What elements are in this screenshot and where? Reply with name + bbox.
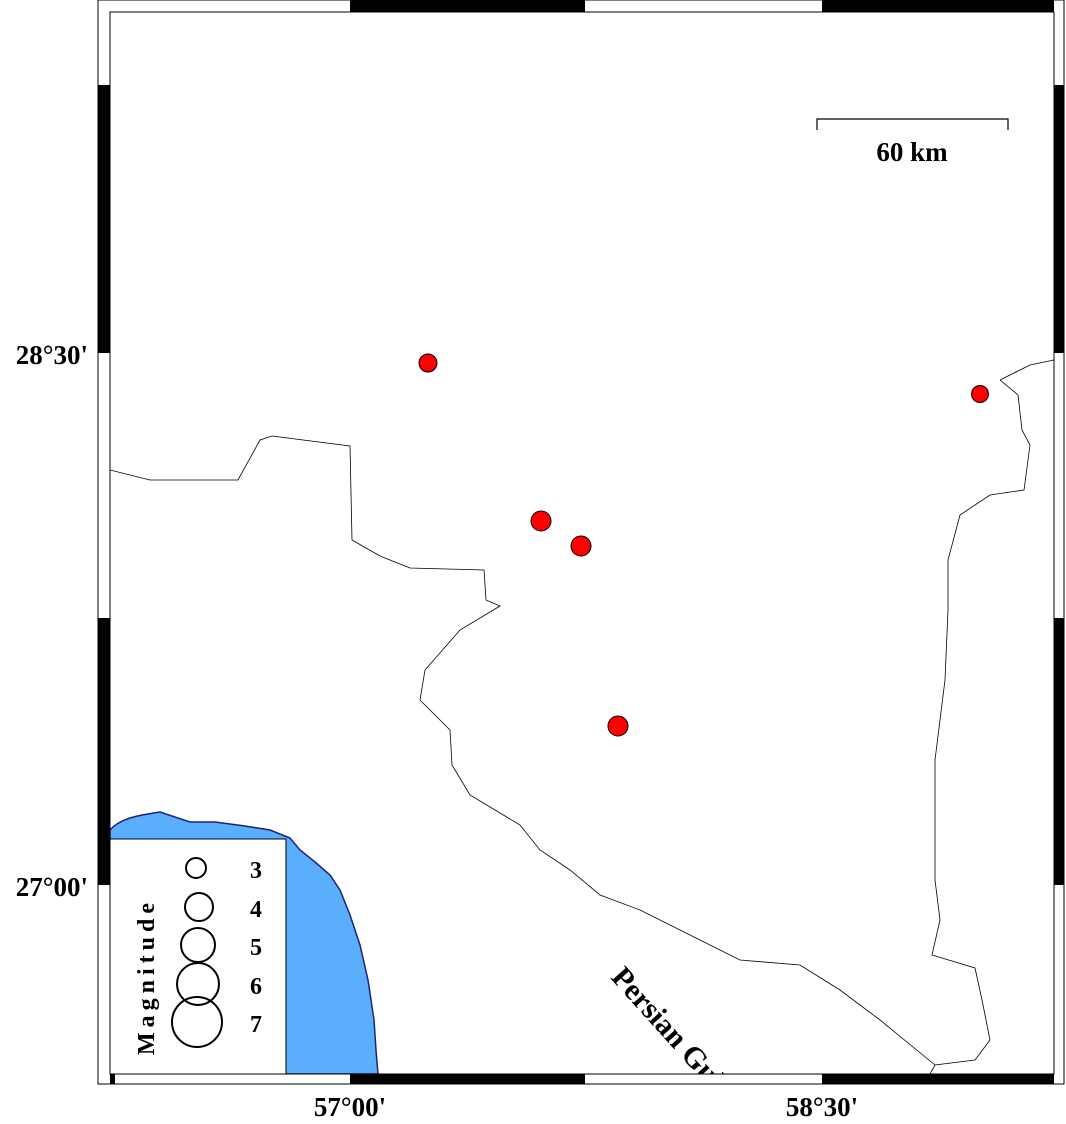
- legend-label-4: 4: [250, 897, 262, 923]
- province-boundary-west: [110, 435, 936, 1066]
- legend-label-6: 6: [250, 974, 262, 1000]
- province-boundary-east: [999, 359, 1054, 381]
- legend-circle-6: [176, 962, 220, 1006]
- legend-label-3: 3: [250, 858, 262, 884]
- event-marker[interactable]: [570, 535, 592, 557]
- earthquake-events: [418, 353, 989, 737]
- legend-title: Magnitude: [134, 898, 160, 1055]
- province-boundary-east-2: [929, 379, 1031, 1074]
- legend-label-7: 7: [250, 1012, 262, 1038]
- scale-bar-label: 60 km: [876, 137, 948, 167]
- water-label: Persian Gulf: [605, 961, 739, 1105]
- lon-label-58-30: 58°30': [786, 1092, 858, 1122]
- lon-label-57-00: 57°00': [314, 1092, 386, 1122]
- event-marker[interactable]: [418, 353, 438, 373]
- legend-circle-3: [185, 857, 207, 879]
- event-marker[interactable]: [971, 385, 989, 403]
- map-frame: [97, 0, 1065, 1085]
- event-marker[interactable]: [530, 510, 552, 532]
- magnitude-legend: Magnitude 3 4 5 6 7: [110, 838, 287, 1074]
- legend-circle-7: [171, 996, 223, 1048]
- scale-bar: 60 km: [816, 118, 1009, 167]
- lat-label-27-00: 27°00': [16, 872, 88, 902]
- legend-circle-4: [184, 892, 214, 922]
- legend-label-5: 5: [250, 935, 262, 961]
- event-marker[interactable]: [607, 715, 629, 737]
- lat-label-28-30: 28°30': [16, 340, 88, 370]
